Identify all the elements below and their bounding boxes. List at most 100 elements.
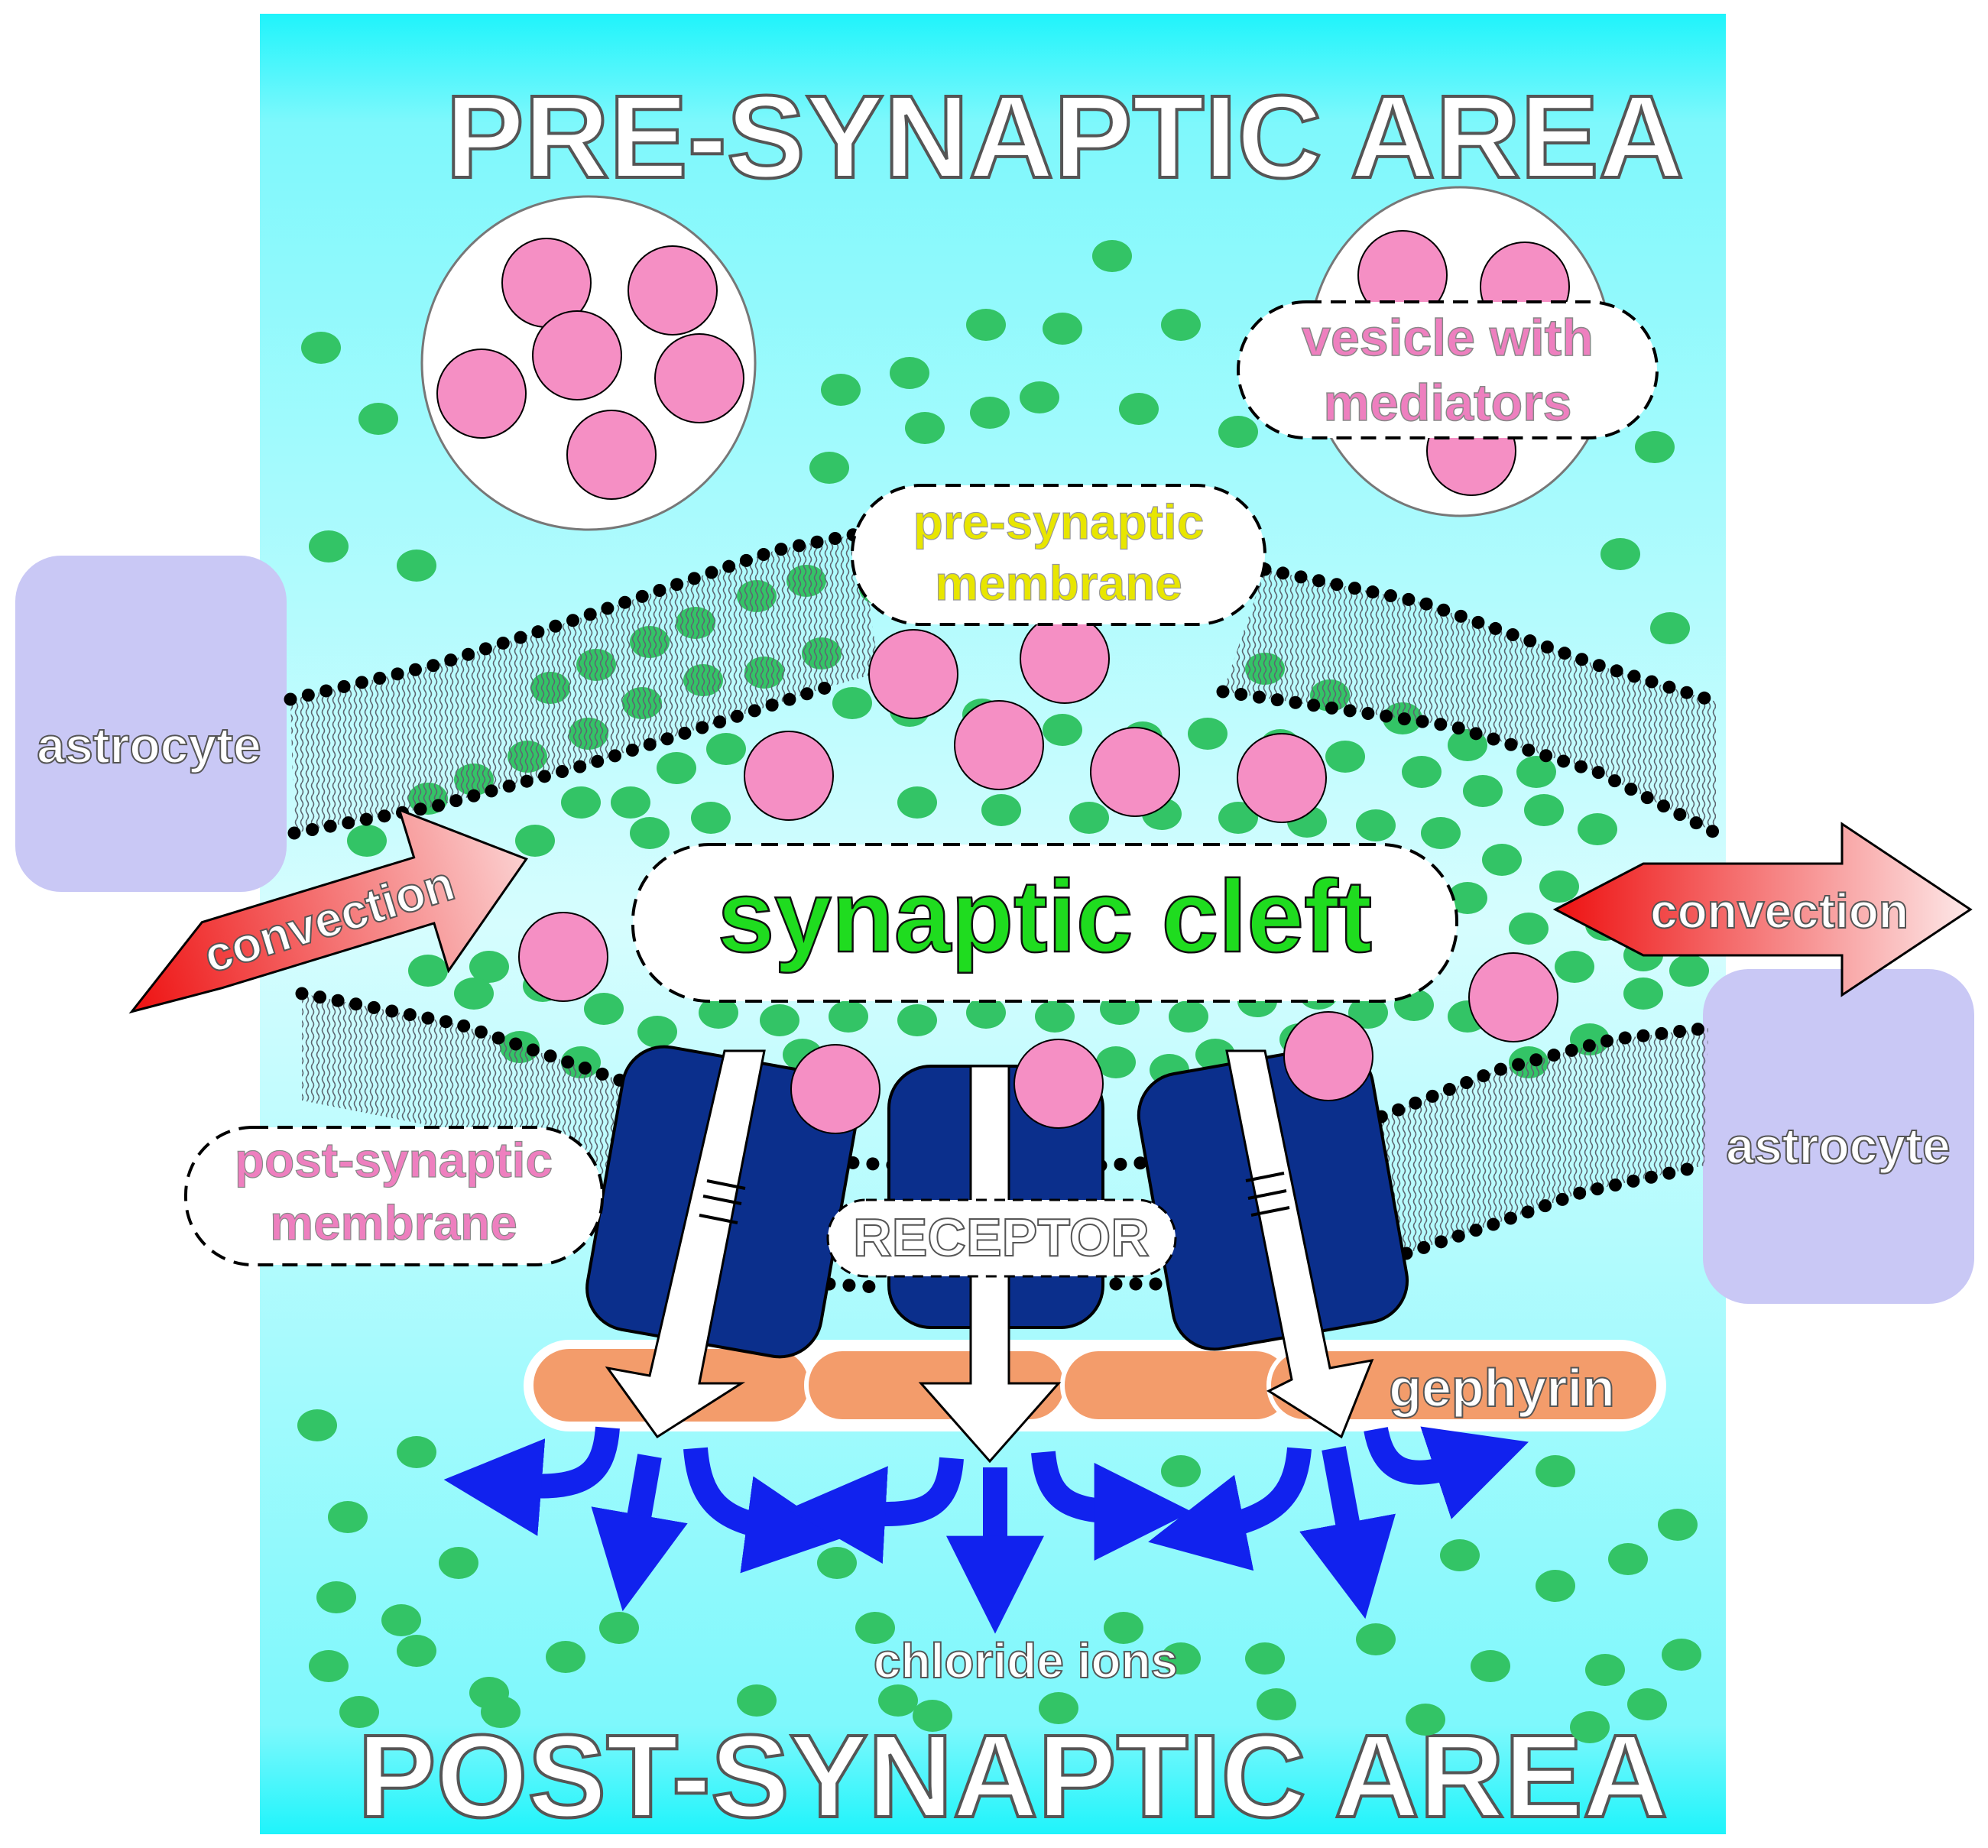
receptor-callout: RECEPTOR xyxy=(826,1198,1177,1278)
neurotransmitter-dot xyxy=(699,997,738,1029)
neurotransmitter-dot xyxy=(358,403,398,435)
neurotransmitter-dot xyxy=(584,993,624,1025)
pre-synaptic-membrane-left xyxy=(284,527,879,840)
neurotransmitter-dot xyxy=(1623,977,1663,1010)
mediator-molecule xyxy=(518,912,608,1002)
neurotransmitter-dot xyxy=(397,1436,436,1468)
neurotransmitter-dot xyxy=(1348,997,1388,1029)
neurotransmitter-dot xyxy=(1608,1543,1648,1575)
neurotransmitter-dot xyxy=(691,802,731,834)
neurotransmitter-dot xyxy=(1356,1623,1396,1655)
neurotransmitter-dot xyxy=(1482,844,1522,876)
neurotransmitter-dot xyxy=(546,1641,585,1673)
neurotransmitter-dot xyxy=(1092,240,1132,272)
neurotransmitter-dot xyxy=(1096,1046,1136,1078)
mediator-molecule xyxy=(436,349,527,439)
neurotransmitter-dot xyxy=(1035,1000,1075,1033)
neurotransmitter-dot xyxy=(1440,1539,1480,1571)
chloride-ion-arrows xyxy=(443,1426,1529,1634)
neurotransmitter-dot xyxy=(454,977,494,1010)
neurotransmitter-dot xyxy=(561,786,601,819)
mediator-molecule xyxy=(1013,1039,1104,1129)
neurotransmitter-dot xyxy=(1161,1642,1201,1675)
neurotransmitter-dot xyxy=(1195,1039,1235,1071)
astrocyte-label-right: astrocyte xyxy=(1726,1117,1951,1174)
ion-arrow xyxy=(1364,1426,1529,1519)
neurotransmitter-dot xyxy=(1463,775,1503,807)
neurotransmitter-dot xyxy=(897,1004,937,1036)
neurotransmitter-dot xyxy=(1245,1642,1285,1675)
neurotransmitter-dot xyxy=(1627,1688,1667,1720)
ion-arrow xyxy=(1031,1451,1192,1561)
gephyrin-segment-3 xyxy=(1060,1347,1294,1424)
neurotransmitter-dot xyxy=(737,1684,777,1717)
neurotransmitter-dot xyxy=(1524,794,1564,826)
neurotransmitter-dot xyxy=(821,374,861,406)
post-synaptic-membrane-callout: post-synaptic membrane xyxy=(184,1126,604,1266)
neurotransmitter-dot xyxy=(599,1612,639,1644)
neurotransmitter-dot xyxy=(970,397,1010,429)
post-synaptic-membrane-right xyxy=(1357,1021,1715,1260)
neurotransmitter-dot xyxy=(316,1581,356,1613)
neurotransmitter-dot xyxy=(611,786,650,819)
pre-synaptic-membrane-right xyxy=(1216,563,1723,840)
mediator-molecule xyxy=(566,410,657,500)
channel-arrow-left xyxy=(605,1049,766,1439)
mediator-molecule xyxy=(954,700,1044,790)
neurotransmitter-dot xyxy=(1218,416,1258,448)
neurotransmitter-dot xyxy=(1020,381,1059,413)
neurotransmitter-dot xyxy=(981,794,1021,826)
neurotransmitter-dot xyxy=(1356,809,1396,841)
pre-membrane-label-line-1: pre-synaptic xyxy=(913,494,1205,550)
neurotransmitter-dot xyxy=(1650,612,1690,644)
pre-synaptic-area-title: PRE-SYNAPTIC AREA xyxy=(446,71,1684,203)
mediator-molecules xyxy=(436,230,1570,1134)
mediator-molecule xyxy=(628,245,718,336)
mediator-molecule xyxy=(1090,727,1180,817)
neurotransmitter-dot xyxy=(878,1684,918,1717)
neurotransmitter-dot xyxy=(1516,756,1556,788)
neurotransmitter-dot xyxy=(515,825,555,857)
post-synaptic-area-title: POST-SYNAPTIC AREA xyxy=(358,1710,1668,1842)
neurotransmitter-dot xyxy=(1578,813,1617,845)
synaptic-cleft-callout: synaptic cleft xyxy=(631,843,1458,1003)
astrocyte-left xyxy=(15,556,287,892)
neurotransmitter-dot xyxy=(1509,913,1549,945)
neurotransmitter-dot xyxy=(1536,1570,1575,1602)
pre-synaptic-membrane-callout: pre-synaptic membrane xyxy=(851,484,1266,626)
ion-arrow xyxy=(787,1457,964,1564)
mediator-molecule xyxy=(790,1044,880,1134)
convection-arrow-right: convection xyxy=(1552,822,1973,997)
neurotransmitter-dot xyxy=(481,1696,521,1728)
pre-membrane-label-line-2: membrane xyxy=(935,556,1182,611)
neurotransmitter-dot xyxy=(469,951,509,983)
neurotransmitter-dot xyxy=(1536,1455,1575,1487)
neurotransmitter-dot xyxy=(832,687,872,719)
neurotransmitter-dot xyxy=(1069,802,1109,834)
neurotransmitter-dot xyxy=(706,733,746,765)
astrocyte-label-left: astrocyte xyxy=(37,717,261,773)
neurotransmitter-dot xyxy=(1448,882,1487,914)
neurotransmitter-dot xyxy=(637,1016,677,1048)
neurotransmitter-dot xyxy=(1555,951,1594,983)
neurotransmitter-dot xyxy=(1169,1000,1208,1033)
neurotransmitter-dot xyxy=(439,1547,478,1579)
synaptic-cleft-label: synaptic cleft xyxy=(718,860,1372,974)
mediator-molecule xyxy=(654,333,744,423)
neurotransmitter-dot xyxy=(347,825,387,857)
mediator-molecule xyxy=(744,731,834,821)
mediator-molecule xyxy=(1237,733,1327,823)
mediator-molecule xyxy=(1283,1011,1373,1101)
neurotransmitter-dot xyxy=(1257,1688,1296,1720)
neurotransmitter-dot xyxy=(890,357,929,389)
vesicle-label-line-2: mediators xyxy=(1324,374,1572,432)
neurotransmitter-dot xyxy=(630,817,670,849)
neurotransmitter-dot xyxy=(397,550,436,582)
neurotransmitter-dot xyxy=(309,1650,349,1682)
neurotransmitter-dot xyxy=(301,332,341,364)
neurotransmitter-dot xyxy=(1043,714,1082,746)
neurotransmitter-dot xyxy=(1161,309,1201,341)
neurotransmitter-dot xyxy=(1406,1704,1445,1736)
neurotransmitter-dot xyxy=(829,1000,868,1033)
